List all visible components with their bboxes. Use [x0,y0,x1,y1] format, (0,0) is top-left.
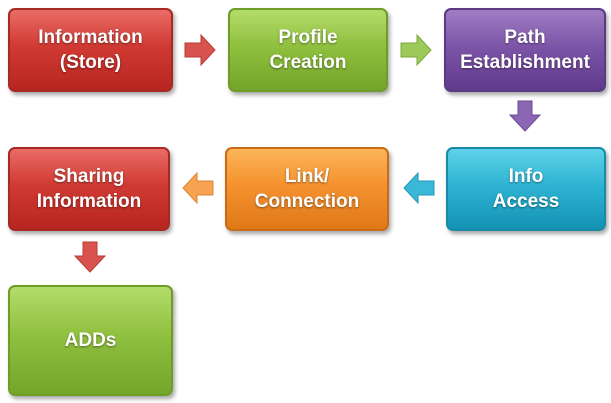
arrow-right-icon [184,33,216,67]
node-info-access: Info Access [446,147,606,231]
node-sharing-information: Sharing Information [8,147,170,231]
node-path-establishment: Path Establishment [444,8,606,92]
node-adds: ADDs [8,285,173,396]
arrow-down-icon [73,241,107,273]
node-label: Link/ Connection [254,166,360,212]
node-link-connection: Link/ Connection [225,147,389,231]
node-label: Path Establishment [460,27,590,73]
node-profile-creation: Profile Creation [228,8,388,92]
arrow-left-icon [182,171,214,205]
arrow-left-icon [403,171,435,205]
arrow-right-icon [400,33,432,67]
node-label: Info Access [492,166,560,212]
node-information-store: Information (Store) [8,8,173,92]
node-label: ADDs [64,330,117,351]
node-label: Profile Creation [269,27,347,73]
arrow-down-icon [508,100,542,132]
node-label: Sharing Information [36,166,142,212]
node-label: Information (Store) [38,27,143,73]
